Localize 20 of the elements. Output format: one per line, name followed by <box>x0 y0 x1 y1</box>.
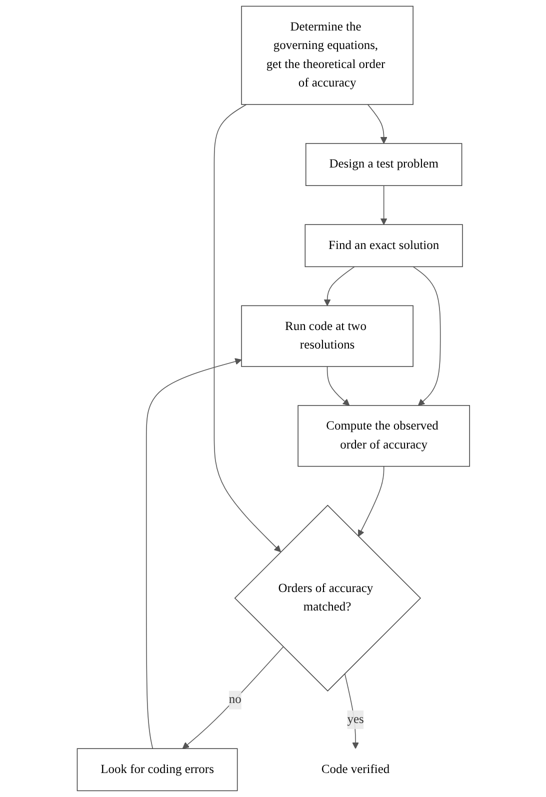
node-box: Run code at two resolutions <box>240 305 414 367</box>
node-box: Look for coding errors <box>76 748 238 792</box>
arrow <box>323 266 354 306</box>
arrow <box>412 266 440 406</box>
arrow <box>146 358 242 749</box>
arrow <box>366 104 387 144</box>
arrow <box>182 646 284 749</box>
node-diamond: Orders of accuracy matched? <box>234 504 421 692</box>
arrow <box>380 185 387 225</box>
node-box: Design a test problem <box>305 143 462 186</box>
node-box: Compute the observed order of accuracy <box>297 405 470 467</box>
arrow <box>358 466 384 537</box>
edge-label: yes <box>346 712 364 726</box>
arrow <box>326 366 350 406</box>
node-box: Determine the governing equations, get the theoretical order of accuracy <box>240 6 414 105</box>
node-text: Code verified <box>320 762 390 776</box>
arrow <box>344 673 359 749</box>
edge-label: no <box>228 693 241 706</box>
arrow <box>213 104 281 552</box>
node-box: Find an exact solution <box>304 224 462 268</box>
